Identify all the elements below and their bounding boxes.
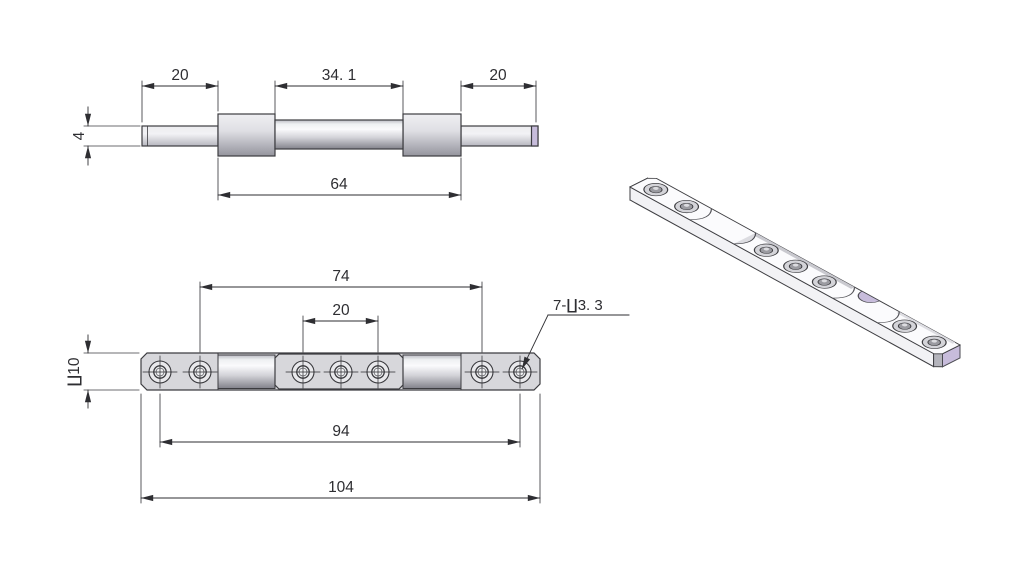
front-right-strip xyxy=(460,125,539,147)
front-left-strip xyxy=(141,125,219,147)
iso-near-side-face xyxy=(629,186,935,368)
iso-right-chamfer-face xyxy=(933,353,943,368)
front-part-body xyxy=(141,113,539,157)
iso-hole xyxy=(811,275,837,289)
hole xyxy=(182,355,218,389)
plan-extension-lines xyxy=(83,281,541,504)
front-dimension-lines xyxy=(84,82,537,199)
front-dim-64: 64 xyxy=(330,176,348,193)
front-dim-20-right: 20 xyxy=(489,67,507,84)
hole-note-leader xyxy=(521,314,630,370)
plan-dimension-lines xyxy=(84,283,541,502)
iso-joint-arc-3 xyxy=(832,287,856,299)
front-dim-4: 4 xyxy=(71,131,88,140)
iso-top-face-group xyxy=(629,177,961,355)
iso-hole xyxy=(783,259,809,273)
plan-dim-diameter-10: ∐10 xyxy=(66,357,83,386)
hole xyxy=(464,355,500,389)
iso-view xyxy=(629,177,961,368)
hole-note-text: 7-∐3. 3 xyxy=(553,297,603,314)
hole xyxy=(285,355,321,389)
plan-dim-94: 94 xyxy=(332,423,350,440)
plan-left-pin xyxy=(217,354,276,389)
front-dim-20-left: 20 xyxy=(171,67,189,84)
iso-joint-arc-2 xyxy=(733,232,757,245)
plan-dim-74: 74 xyxy=(332,268,350,285)
iso-joint-arc-4 xyxy=(877,311,900,323)
front-right-knuckle xyxy=(402,113,462,157)
iso-holes xyxy=(643,183,947,349)
hole xyxy=(142,355,178,389)
plan-dim-20: 20 xyxy=(332,302,350,319)
iso-hole xyxy=(921,335,947,349)
plan-view: 74 20 94 104 ∐10 7-∐3. 3 xyxy=(66,268,630,504)
hole xyxy=(360,355,396,389)
plan-holes xyxy=(142,355,538,389)
iso-middle-far-chamfer xyxy=(752,232,855,289)
front-right-end-cap xyxy=(530,125,539,147)
front-dim-34-1: 34. 1 xyxy=(322,67,356,84)
front-center-pin xyxy=(274,119,404,150)
front-left-knuckle xyxy=(217,113,276,157)
iso-hole xyxy=(674,199,700,214)
iso-right-far-chamfer xyxy=(896,311,956,344)
iso-hole xyxy=(892,319,918,333)
hole xyxy=(323,355,359,389)
plan-right-pin xyxy=(402,354,462,389)
iso-joint-arc-1 xyxy=(689,208,713,220)
iso-pin-section-lavender xyxy=(857,290,881,303)
iso-hole xyxy=(753,243,779,257)
iso-hole xyxy=(643,183,669,197)
front-view: 20 34. 1 20 64 4 xyxy=(71,67,539,201)
plan-dim-104: 104 xyxy=(328,479,354,496)
